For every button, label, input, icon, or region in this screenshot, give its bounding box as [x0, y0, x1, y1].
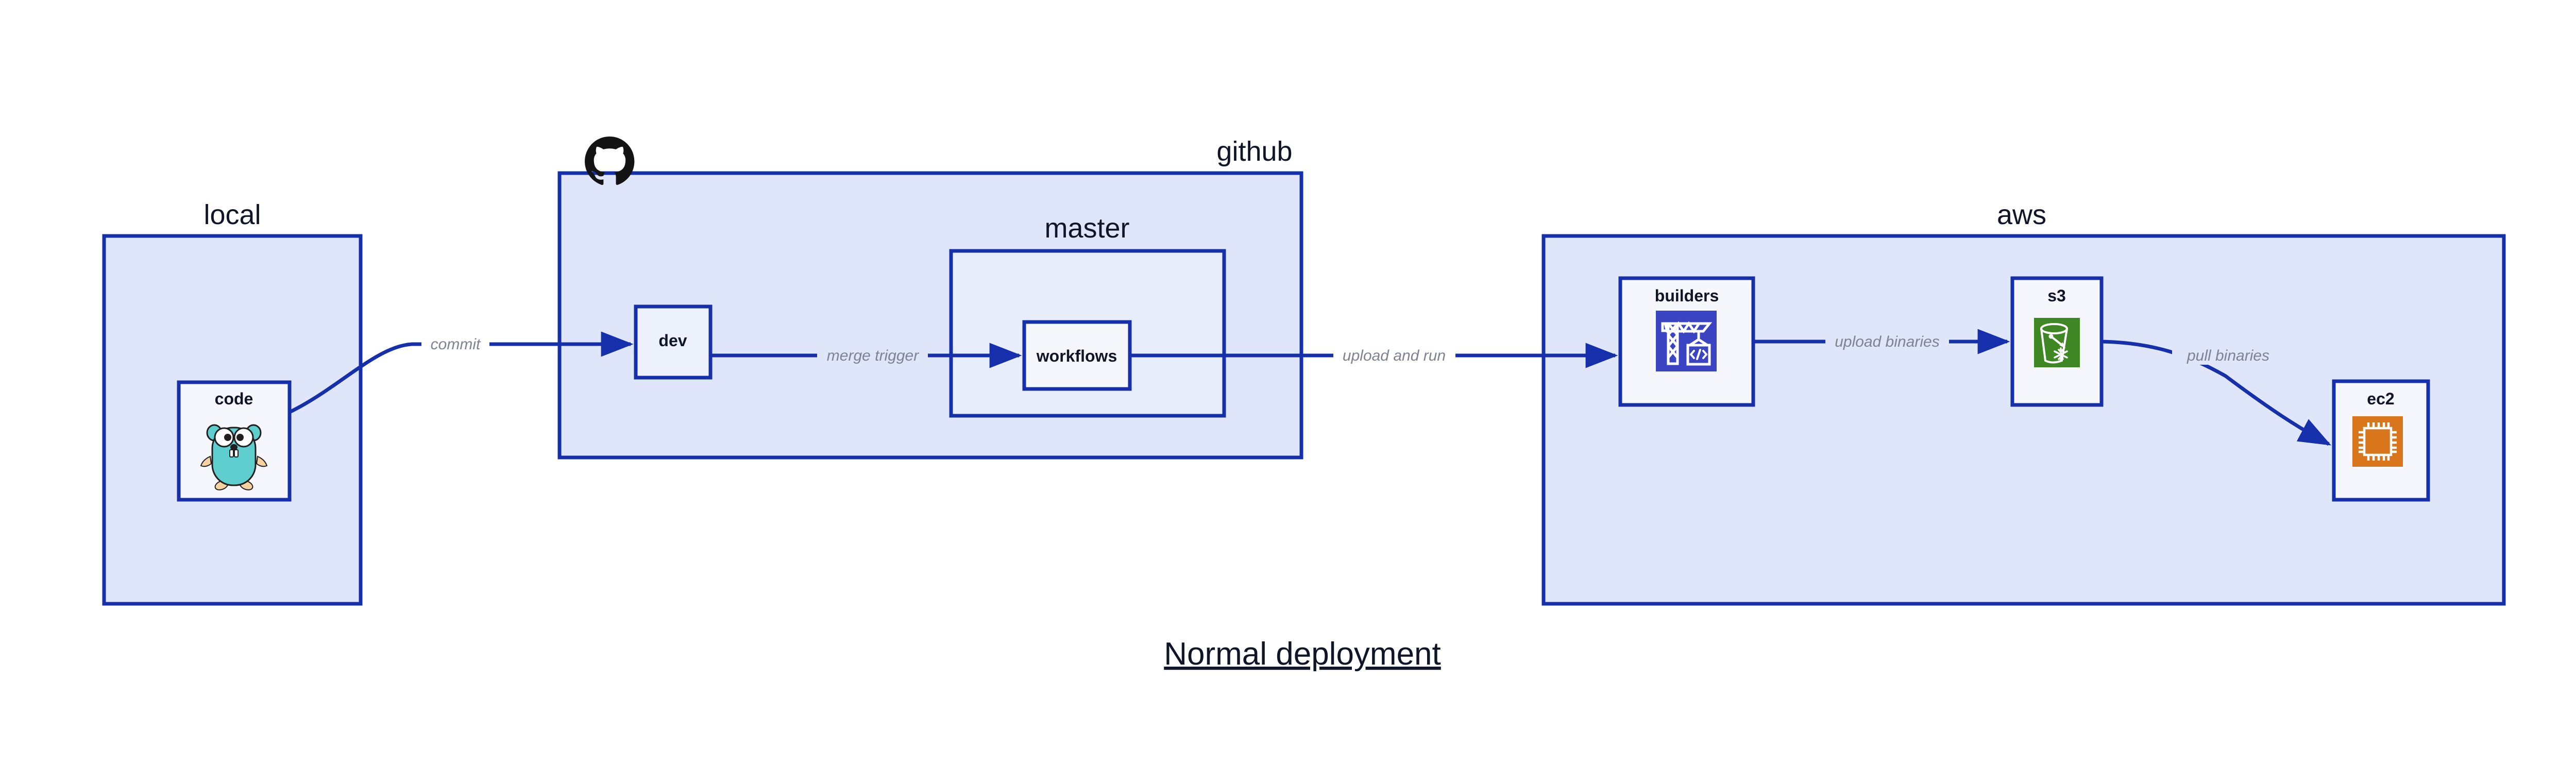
edge-label-merge-trigger: merge trigger: [827, 347, 919, 364]
node-code[interactable]: code: [177, 380, 292, 502]
node-dev-box[interactable]: [634, 304, 713, 380]
cpu-chip-icon: [2352, 416, 2403, 467]
edge-dev-to-workflows[interactable]: merge trigger: [710, 343, 1022, 368]
node-s3-box[interactable]: [2010, 276, 2104, 407]
page-title: Normal deployment: [1164, 636, 1441, 672]
go-gopher-icon: [200, 424, 268, 490]
node-dev-label: dev: [658, 331, 687, 350]
group-master: master: [949, 213, 1226, 418]
group-master-box[interactable]: [949, 249, 1226, 418]
edge-s3-to-ec2[interactable]: pull binaries: [2101, 339, 2331, 446]
edge-label-pull-binaries: pull binaries: [2187, 347, 2269, 364]
node-s3-label: s3: [2047, 286, 2066, 305]
node-code-label: code: [215, 389, 253, 408]
edge-code-to-dev[interactable]: commit: [289, 331, 634, 414]
group-aws-label: aws: [1997, 199, 2046, 230]
node-builders-label: builders: [1655, 286, 1719, 305]
edge-builders-to-s3[interactable]: upload binaries: [1753, 329, 2010, 354]
node-workflows-box[interactable]: [1022, 320, 1132, 391]
node-workflows-label: workflows: [1036, 347, 1117, 365]
node-s3[interactable]: s3: [2010, 276, 2104, 407]
node-workflows[interactable]: workflows: [1022, 320, 1132, 391]
node-dev[interactable]: dev: [634, 304, 713, 380]
github-octocat-icon: [585, 137, 635, 185]
crane-code-icon: [1656, 311, 1717, 371]
edge-workflows-to-builders[interactable]: upload and run: [1130, 343, 1618, 368]
edge-label-commit: commit: [431, 336, 481, 353]
edge-label-upload-binaries: upload binaries: [1835, 333, 1939, 350]
s3-bucket-icon: [2034, 318, 2080, 367]
group-master-label: master: [1044, 213, 1129, 244]
node-ec2[interactable]: ec2: [2332, 379, 2430, 502]
node-ec2-label: ec2: [2367, 389, 2394, 408]
edge-label-upload-and-run: upload and run: [1343, 347, 1446, 364]
group-local-label: local: [204, 199, 261, 230]
node-builders[interactable]: builders: [1618, 276, 1755, 407]
group-github-label: github: [1216, 136, 1292, 167]
